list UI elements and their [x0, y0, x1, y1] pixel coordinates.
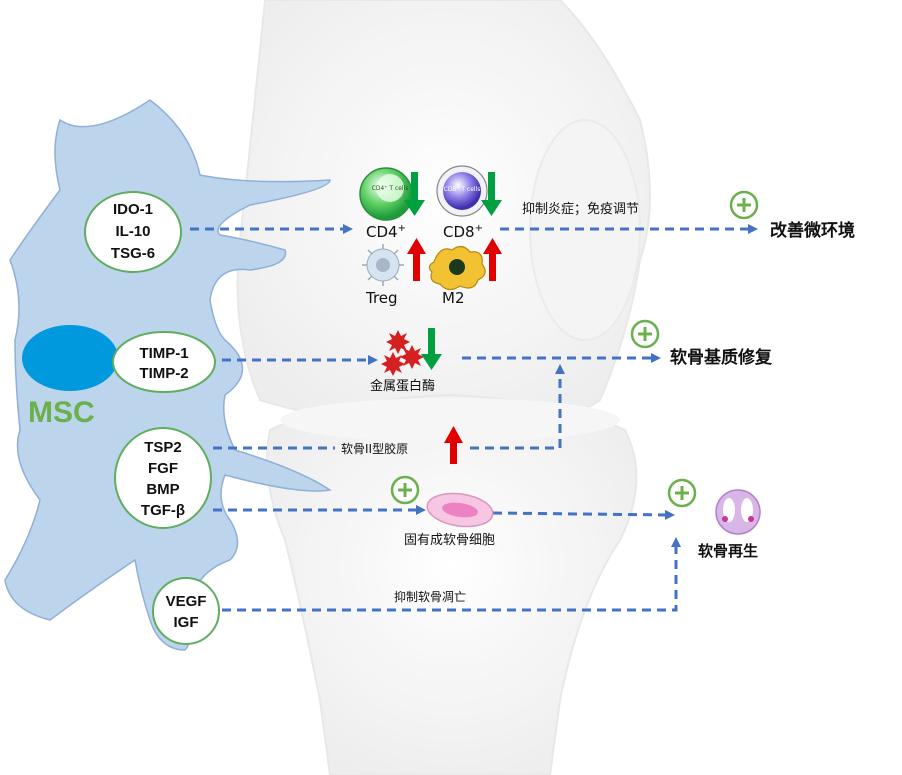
- cd4-inner-label: CD4⁺ T cells: [372, 185, 409, 192]
- cd4-label: CD4+: [366, 223, 406, 241]
- chondrocyte-icon: [426, 492, 494, 528]
- arrow-collagen-up: [470, 364, 565, 450]
- factor-label: VEGF: [166, 593, 207, 610]
- cd8-inner-label: CD8⁺ T cells: [444, 186, 481, 193]
- apoptosis-label: 抑制软骨凋亡: [394, 589, 466, 604]
- plus-icon: [390, 475, 420, 505]
- msc-label: MSC: [28, 396, 95, 429]
- down-arrow-icon: [404, 172, 425, 216]
- factor-group-3: TSP2 FGF BMP TGF-β: [114, 427, 212, 529]
- factor-label: TGF-β: [141, 502, 185, 519]
- factor-group-4: VEGF IGF: [152, 577, 220, 645]
- matrix-repair-label: 软骨基质修复: [670, 347, 773, 368]
- cartilage-cell-icon: [715, 489, 761, 535]
- msc-nucleus: [22, 325, 118, 391]
- arrow-vegf-up: [222, 537, 681, 612]
- factor-label: TSG-6: [111, 245, 155, 262]
- up-arrow-icon: [483, 238, 502, 281]
- plus-icon: [667, 478, 697, 508]
- regeneration-label: 软骨再生: [698, 542, 758, 560]
- factor-label: TIMP-2: [139, 365, 188, 382]
- factor-label: TIMP-1: [139, 345, 188, 362]
- factor-label: IL-10: [115, 223, 150, 240]
- up-arrow-icon: [407, 238, 426, 281]
- collagen-label: 软骨II型胶原: [341, 441, 408, 456]
- factor-label: IDO-1: [113, 201, 153, 218]
- cd8-label: CD8+: [443, 223, 483, 241]
- m2-label: M2: [442, 289, 465, 307]
- treg-label: Treg: [365, 289, 398, 307]
- factor-group-1: IDO-1 IL-10 TSG-6: [84, 191, 182, 273]
- cd4-cell-icon: CD4⁺ T cells: [359, 167, 413, 221]
- knee-joint-illustration: [236, 0, 651, 775]
- metalloproteinase-label: 金属蛋白酶: [370, 378, 435, 394]
- treg-cell-icon: [362, 244, 404, 286]
- factor-group-2: TIMP-1 TIMP-2: [112, 331, 216, 393]
- factor-label: BMP: [146, 481, 179, 498]
- microenvironment-label: 改善微环境: [770, 220, 855, 241]
- down-arrow-icon: [481, 172, 502, 216]
- m2-macrophage-icon: [428, 245, 486, 291]
- arrows: [190, 224, 758, 612]
- factor-label: FGF: [148, 460, 178, 477]
- factor-label: TSP2: [144, 439, 182, 456]
- plus-icon: [729, 190, 759, 220]
- down-arrow-icon: [421, 328, 442, 370]
- factor-label: IGF: [174, 614, 199, 631]
- cd8-cell-icon: CD8⁺ T cells: [436, 165, 488, 217]
- metalloproteinase-icon: [381, 330, 424, 376]
- plus-icon: [630, 319, 660, 349]
- up-arrow-icon: [444, 426, 463, 464]
- immune-effect-label: 抑制炎症；免疫调节: [522, 201, 639, 217]
- chondrocyte-label: 固有成软骨细胞: [404, 533, 495, 548]
